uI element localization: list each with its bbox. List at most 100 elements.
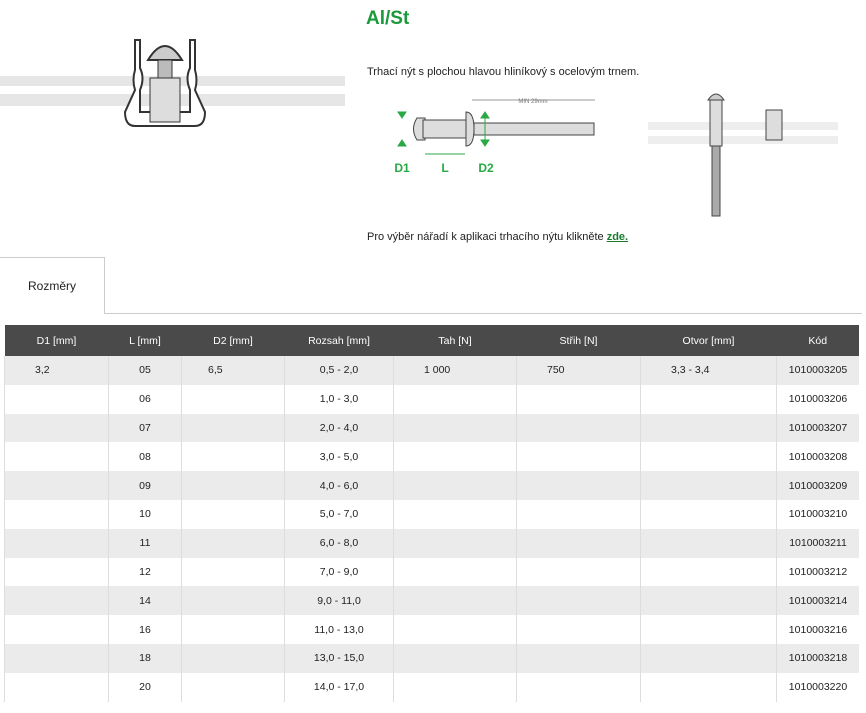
table-cell: 11 — [108, 528, 182, 558]
table-cell — [181, 471, 285, 500]
table-cell — [4, 672, 109, 702]
page-title: Al/St — [366, 8, 410, 29]
table-cell — [640, 586, 777, 616]
table-cell — [393, 643, 517, 673]
dimensions-table: D1 [mm]L [mm]D2 [mm]Rozsah [mm]Tah [N]St… — [4, 325, 859, 702]
column-header: Tah [N] — [393, 325, 517, 356]
table-row: 07 2,0 - 4,0 1010003207 — [4, 413, 859, 443]
table-cell — [516, 643, 641, 673]
table-cell — [181, 557, 285, 587]
tool-selection-text: Pro výběr nářadí k aplikaci trhacího nýt… — [367, 231, 628, 243]
d2-label: D2 — [478, 161, 494, 175]
table-cell — [516, 615, 641, 644]
table-cell: 14 — [108, 586, 182, 616]
table-cell: 10 — [108, 499, 182, 529]
table-cell: 11,0 - 13,0 — [284, 615, 394, 644]
table-cell — [4, 557, 109, 587]
table-cell — [393, 413, 517, 443]
column-header: Kód — [776, 325, 859, 356]
table-row: 08 3,0 - 5,0 1010003208 — [4, 442, 859, 472]
table-cell: 07 — [108, 413, 182, 443]
table-cell: 9,0 - 11,0 — [284, 586, 394, 616]
table-cell: 06 — [108, 384, 182, 414]
table-row: 06 1,0 - 3,0 1010003206 — [4, 384, 859, 414]
table-cell — [640, 528, 777, 558]
table-cell — [640, 499, 777, 529]
table-cell: 05 — [108, 356, 182, 385]
l-label: L — [441, 161, 448, 175]
table-cell — [393, 557, 517, 587]
table-header-row: D1 [mm]L [mm]D2 [mm]Rozsah [mm]Tah [N]St… — [4, 325, 859, 356]
table-cell — [640, 442, 777, 472]
table-cell — [640, 557, 777, 587]
table-cell: 08 — [108, 442, 182, 472]
d1-label: D1 — [394, 161, 410, 175]
table-cell — [393, 528, 517, 558]
product-description: Trhací nýt s plochou hlavou hliníkový s … — [367, 66, 640, 78]
tab-rozmery[interactable]: Rozměry — [0, 257, 105, 314]
table-cell — [516, 413, 641, 443]
table-cell: 2,0 - 4,0 — [284, 413, 394, 443]
table-cell — [516, 499, 641, 529]
column-header: D1 [mm] — [4, 325, 109, 356]
table-cell: 7,0 - 9,0 — [284, 557, 394, 587]
table-cell — [181, 528, 285, 558]
table-cell: 14,0 - 17,0 — [284, 672, 394, 702]
table-cell — [181, 615, 285, 644]
table-cell — [181, 442, 285, 472]
table-cell — [181, 643, 285, 673]
table-cell — [181, 384, 285, 414]
rivet-side-illustration — [648, 93, 838, 217]
table-cell: 1010003214 — [776, 586, 859, 616]
table-cell: 750 — [516, 356, 641, 385]
table-cell: 1010003206 — [776, 384, 859, 414]
table-cell: 1010003208 — [776, 442, 859, 472]
table-cell — [4, 442, 109, 472]
table-cell: 1010003209 — [776, 471, 859, 500]
table-row: 14 9,0 - 11,0 1010003214 — [4, 586, 859, 616]
table-cell — [4, 499, 109, 529]
column-header: Střih [N] — [516, 325, 641, 356]
table-cell — [181, 672, 285, 702]
table-cell: 6,5 — [181, 356, 285, 385]
column-header: Otvor [mm] — [640, 325, 777, 356]
column-header: Rozsah [mm] — [284, 325, 394, 356]
tool-text: Pro výběr nářadí k aplikaci trhacího nýt… — [367, 231, 607, 243]
table-cell: 1010003212 — [776, 557, 859, 587]
table-cell — [640, 471, 777, 500]
table-cell: 1010003210 — [776, 499, 859, 529]
table-cell: 1010003205 — [776, 356, 859, 385]
tool-link[interactable]: zde. — [606, 231, 629, 243]
table-cell — [516, 672, 641, 702]
table-cell — [4, 528, 109, 558]
table-cell — [393, 499, 517, 529]
table-cell — [4, 384, 109, 414]
table-row: 09 4,0 - 6,0 1010003209 — [4, 471, 859, 500]
table-cell — [393, 586, 517, 616]
table-cell — [393, 672, 517, 702]
min-length-label: MIN 29mm — [518, 99, 547, 105]
table-cell: 09 — [108, 471, 182, 500]
table-cell — [640, 643, 777, 673]
table-cell: 1 000 — [393, 356, 517, 385]
table-cell: 4,0 - 6,0 — [284, 471, 394, 500]
table-cell: 3,0 - 5,0 — [284, 442, 394, 472]
table-cell: 1010003211 — [776, 528, 859, 558]
table-cell: 1010003220 — [776, 672, 859, 702]
table-cell: 6,0 - 8,0 — [284, 528, 394, 558]
table-cell — [4, 586, 109, 616]
rivet-installed-illustration — [0, 39, 345, 127]
table-cell: 1,0 - 3,0 — [284, 384, 394, 414]
table-cell — [640, 615, 777, 644]
table-cell: 5,0 - 7,0 — [284, 499, 394, 529]
table-cell — [4, 615, 109, 644]
table-cell — [4, 643, 109, 673]
table-cell: 1010003207 — [776, 413, 859, 443]
column-header: L [mm] — [108, 325, 182, 356]
column-header: D2 [mm] — [181, 325, 285, 356]
